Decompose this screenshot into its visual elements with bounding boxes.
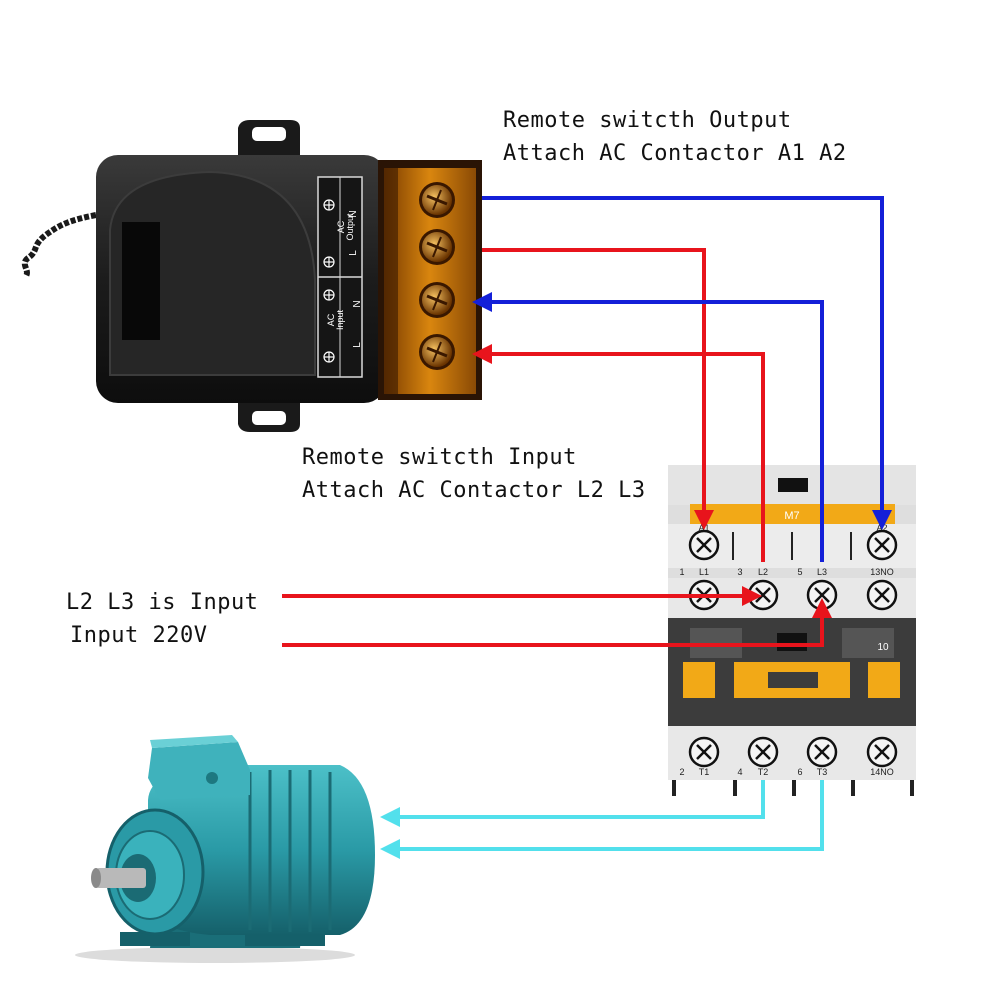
terminal-screw-2: [419, 229, 455, 265]
output-block-title-ac: AC: [336, 220, 346, 233]
contactor-model-bar: [690, 504, 895, 524]
wire-blue-input-from-l3: [472, 292, 824, 562]
terminal-screw-line-3: [806, 579, 838, 611]
wire-t3-to-motor: [380, 780, 824, 859]
bottom-label-2: 2: [679, 767, 684, 777]
antenna-cord: [21, 212, 97, 278]
top-label-l3: L3: [817, 567, 827, 577]
input-block-n: N: [352, 300, 363, 307]
aux-contact-label: 10: [877, 642, 889, 653]
wire-supply-to-l3: [282, 598, 832, 647]
ground-symbol-2: [323, 256, 335, 268]
terminal-screw-load-3: [806, 736, 838, 768]
bottom-label-t2: T2: [758, 767, 769, 777]
housing-dome: [109, 170, 316, 376]
ground-symbol-3: [323, 289, 335, 301]
ground-symbol-1: [323, 199, 335, 211]
terminal-screws: [419, 182, 455, 370]
supply-line-1: L2 L3 is Input: [66, 590, 259, 615]
input-block-title-ac: AC: [326, 313, 336, 326]
wire-blue-output-to-a2: [482, 196, 892, 530]
bottom-label-6: 6: [797, 767, 802, 777]
motor-body: [148, 765, 375, 935]
terminal-screw-load-4: [866, 736, 898, 768]
bottom-label-t1: T1: [699, 767, 710, 777]
electric-motor: [75, 735, 375, 963]
motor-shaft: [96, 868, 146, 888]
input-block-title-input: Input: [335, 309, 345, 330]
top-label-l2: L2: [758, 567, 768, 577]
remote-output-line-1: Remote switcth Output: [503, 108, 792, 133]
wire-red-output-to-a1: [482, 248, 714, 530]
ground-symbol-4: [323, 351, 335, 363]
contactor-model: M7: [784, 510, 799, 522]
motor-terminal-box: [148, 742, 250, 800]
top-label-13no: 13NO: [870, 567, 894, 577]
output-block-l: L: [348, 250, 359, 256]
supply-line-2: Input 220V: [70, 623, 208, 648]
terminal-screw-line-4: [866, 579, 898, 611]
terminal-screw-1: [419, 182, 455, 218]
wires: [282, 196, 892, 859]
top-label-3: 3: [737, 567, 742, 577]
bottom-label-4: 4: [737, 767, 742, 777]
output-block-n: N: [348, 210, 359, 217]
top-label-l1: L1: [699, 567, 709, 577]
output-block-title-output: Output: [345, 213, 355, 241]
top-label-1: 1: [679, 567, 684, 577]
remote-switch: AC Output L N AC Input L N: [21, 120, 482, 432]
remote-input-line-2: Attach AC Contactor L2 L3: [302, 478, 646, 503]
remote-output-line-2: Attach AC Contactor A1 A2: [503, 141, 847, 166]
bottom-label-t3: T3: [817, 767, 828, 777]
wire-red-input-from-l2: [472, 344, 765, 562]
terminal-screw-coil-4: [866, 529, 898, 561]
terminal-screw-4: [419, 334, 455, 370]
terminal-screw-load-2: [747, 736, 779, 768]
wire-t2-to-motor: [380, 780, 765, 827]
terminal-screw-load-1: [688, 736, 720, 768]
terminal-screw-3: [419, 282, 455, 318]
indicator-window: [122, 222, 160, 340]
top-label-5: 5: [797, 567, 802, 577]
input-block-l: L: [352, 342, 363, 348]
terminal-screw-line-2: [747, 579, 779, 611]
ac-contactor: M7 A1 A2 1 L1 3 L2 5 L3 13NO 10: [668, 465, 916, 796]
bottom-label-14no: 14NO: [870, 767, 894, 777]
remote-input-line-1: Remote switcth Input: [302, 445, 577, 470]
terminal-screw-coil-1: [688, 529, 720, 561]
